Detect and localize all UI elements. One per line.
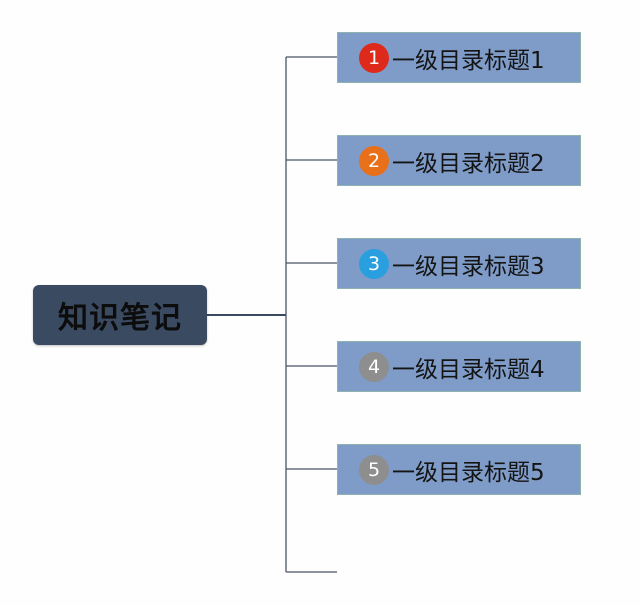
- topic-node-2[interactable]: 2 一级目录标题2: [337, 135, 581, 186]
- topic-node-4[interactable]: 4 一级目录标题4: [337, 341, 581, 392]
- topic-node-1[interactable]: 1 一级目录标题1: [337, 32, 581, 83]
- number-badge-3: 3: [359, 248, 389, 279]
- number-badge-1: 1: [359, 42, 389, 73]
- topic-label-4: 一级目录标题4: [392, 356, 545, 383]
- root-label: 知识笔记: [58, 301, 182, 336]
- topic-label-2: 一级目录标题2: [392, 150, 545, 177]
- number-badge-5: 5: [359, 454, 389, 485]
- root-node[interactable]: 知识笔记: [33, 285, 207, 345]
- number-badge-2: 2: [359, 145, 389, 176]
- topic-label-5: 一级目录标题5: [392, 459, 545, 486]
- topic-label-1: 一级目录标题1: [392, 47, 545, 74]
- topic-label-3: 一级目录标题3: [392, 253, 545, 280]
- number-badge-4: 4: [359, 351, 389, 382]
- topic-node-5[interactable]: 5 一级目录标题5: [337, 444, 581, 495]
- topic-node-3[interactable]: 3 一级目录标题3: [337, 238, 581, 289]
